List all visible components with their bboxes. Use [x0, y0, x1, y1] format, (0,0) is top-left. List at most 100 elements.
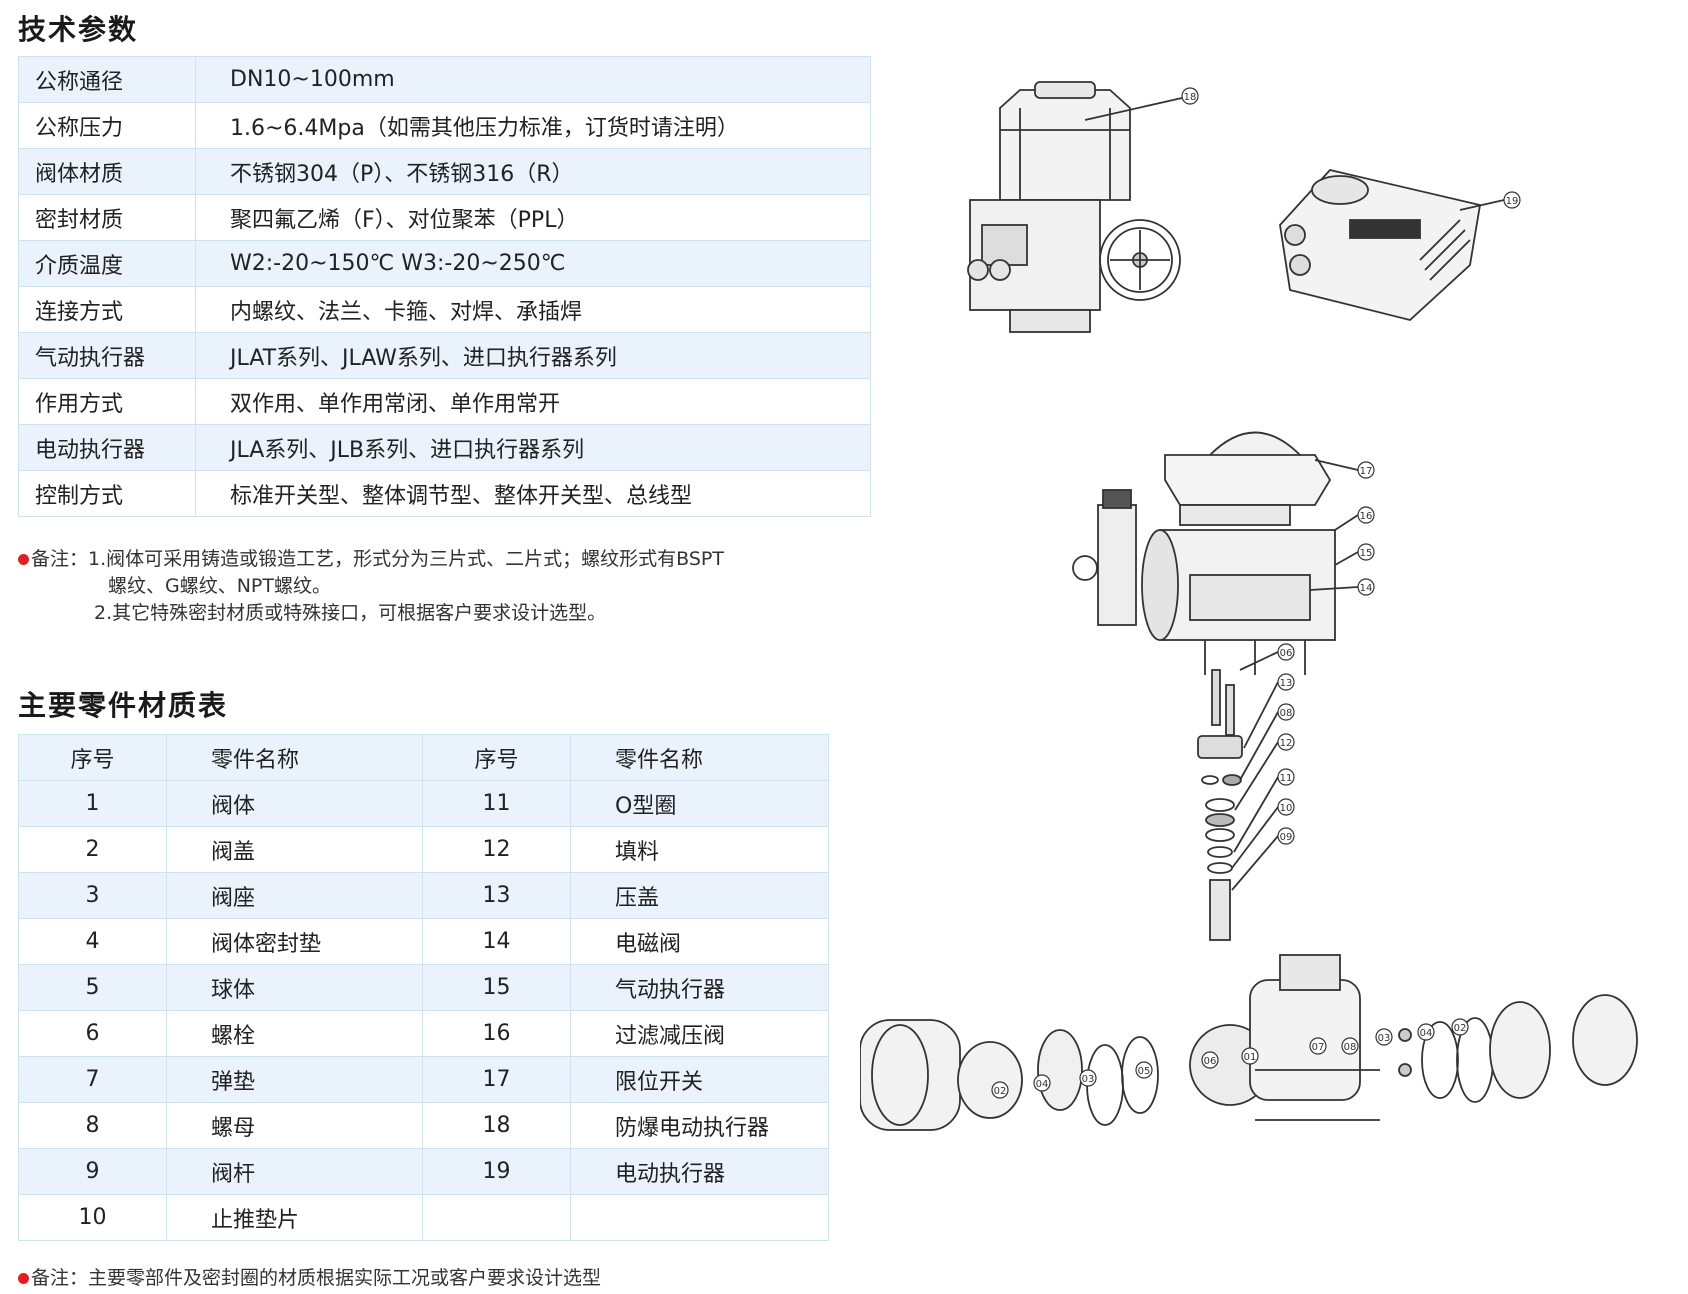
- part-name: 电动执行器: [570, 1148, 829, 1195]
- part-number: 6: [18, 1010, 167, 1057]
- spec-key: 连接方式: [18, 286, 196, 333]
- spec-key: 密封材质: [18, 194, 196, 241]
- diagram-label-02b: 02: [1454, 1023, 1467, 1034]
- part-number: 17: [422, 1056, 571, 1103]
- part-name: 电磁阀: [570, 918, 829, 965]
- valve-body-drawing: [860, 954, 1638, 1131]
- diagram-label-11: 11: [1280, 773, 1293, 784]
- spec-key: 气动执行器: [18, 332, 196, 379]
- header-name-1: 零件名称: [166, 734, 423, 781]
- part-number: 1: [18, 780, 167, 827]
- pneumatic-assembly-drawing: [1072, 431, 1336, 675]
- diagram-label-09: 09: [1280, 832, 1293, 843]
- spec-row: 控制方式标准开关型、整体调节型、整体开关型、总线型: [18, 470, 871, 517]
- header-name-2: 零件名称: [570, 734, 829, 781]
- spec-key: 介质温度: [18, 240, 196, 287]
- part-name: 过滤减压阀: [570, 1010, 829, 1057]
- spec-key: 公称压力: [18, 102, 196, 149]
- part-name: 限位开关: [570, 1056, 829, 1103]
- diagram-label-12: 12: [1280, 738, 1293, 749]
- spec-value: 标准开关型、整体调节型、整体开关型、总线型: [195, 470, 871, 517]
- diagram-label-06b: 06: [1204, 1056, 1217, 1067]
- diagram-label-15: 15: [1360, 548, 1373, 559]
- part-name: O型圈: [570, 780, 829, 827]
- spec-value: 1.6~6.4Mpa（如需其他压力标准，订货时请注明）: [195, 102, 871, 149]
- diagram-label-02a: 02: [994, 1086, 1007, 1097]
- spec-value: W2:-20~150℃ W3:-20~250℃: [195, 240, 871, 287]
- electric-actuator-drawing: [1279, 169, 1482, 321]
- spec-key: 公称通径: [18, 56, 196, 103]
- part-name: 阀体密封垫: [166, 918, 423, 965]
- part-name: 阀座: [166, 872, 423, 919]
- spec-value: 不锈钢304（P）、不锈钢316（R）: [195, 148, 871, 195]
- part-name: 球体: [166, 964, 423, 1011]
- diagram-label-03b: 03: [1378, 1033, 1391, 1044]
- part-name: 阀杆: [166, 1148, 423, 1195]
- spec-row: 阀体材质不锈钢304（P）、不锈钢316（R）: [18, 148, 871, 195]
- diagram-label-16: 16: [1360, 511, 1373, 522]
- diagram-label-08b: 08: [1344, 1042, 1357, 1053]
- diagram-label-07: 07: [1312, 1042, 1325, 1053]
- stem-stack-drawing: [1197, 669, 1243, 941]
- parts-header-row: 序号 零件名称 序号 零件名称: [18, 734, 829, 781]
- header-no-2: 序号: [422, 734, 571, 781]
- diagram-label-04a: 04: [1036, 1079, 1049, 1090]
- diagram-label-18: 18: [1184, 92, 1197, 103]
- part-number: 12: [422, 826, 571, 873]
- diagram-label-01: 01: [1244, 1052, 1257, 1063]
- part-number: 3: [18, 872, 167, 919]
- part-number: 4: [18, 918, 167, 965]
- part-name: 阀盖: [166, 826, 423, 873]
- spec-value: DN10~100mm: [195, 56, 871, 103]
- diagram-label-14: 14: [1360, 583, 1373, 594]
- part-number: 19: [422, 1148, 571, 1195]
- spec-value: 聚四氟乙烯（F）、对位聚苯（PPL）: [195, 194, 871, 241]
- part-name: 填料: [570, 826, 829, 873]
- bullet-dot-icon: [18, 1273, 29, 1284]
- part-name: 阀体: [166, 780, 423, 827]
- spec-note-line2: 螺纹、G螺纹、NPT螺纹。: [108, 575, 332, 597]
- spec-key: 电动执行器: [18, 424, 196, 471]
- part-number: [422, 1194, 571, 1241]
- diagram-label-05: 05: [1138, 1066, 1151, 1077]
- part-number: 13: [422, 872, 571, 919]
- diagram-label-13: 13: [1280, 678, 1293, 689]
- spec-value: JLA系列、JLB系列、进口执行器系列: [195, 424, 871, 471]
- part-name: 压盖: [570, 872, 829, 919]
- part-name: 止推垫片: [166, 1194, 423, 1241]
- spec-note-line1: 备注：1.阀体可采用铸造或锻造工艺，形式分为三片式、二片式；螺纹形式有BSPT: [31, 548, 724, 570]
- part-number: 14: [422, 918, 571, 965]
- spec-value: 内螺纹、法兰、卡箍、对焊、承插焊: [195, 286, 871, 333]
- part-number: 5: [18, 964, 167, 1011]
- part-number: 15: [422, 964, 571, 1011]
- part-number: 16: [422, 1010, 571, 1057]
- part-name: 弹垫: [166, 1056, 423, 1103]
- part-name: [570, 1194, 829, 1241]
- spec-row: 连接方式内螺纹、法兰、卡箍、对焊、承插焊: [18, 286, 871, 333]
- spec-value: JLAT系列、JLAW系列、进口执行器系列: [195, 332, 871, 379]
- spec-key: 控制方式: [18, 470, 196, 517]
- spec-value: 双作用、单作用常闭、单作用常开: [195, 378, 871, 425]
- diagram-label-03a: 03: [1082, 1074, 1095, 1085]
- part-name: 气动执行器: [570, 964, 829, 1011]
- part-number: 2: [18, 826, 167, 873]
- spec-row: 作用方式双作用、单作用常闭、单作用常开: [18, 378, 871, 425]
- diagram-label-04b: 04: [1420, 1028, 1433, 1039]
- diagram-label-08a: 08: [1280, 708, 1293, 719]
- part-number: 7: [18, 1056, 167, 1103]
- parts-note: 备注：主要零部件及密封圈的材质根据实际工况或客户要求设计选型: [18, 1265, 601, 1292]
- parts-note-text: 备注：主要零部件及密封圈的材质根据实际工况或客户要求设计选型: [31, 1267, 602, 1289]
- header-no-1: 序号: [18, 734, 167, 781]
